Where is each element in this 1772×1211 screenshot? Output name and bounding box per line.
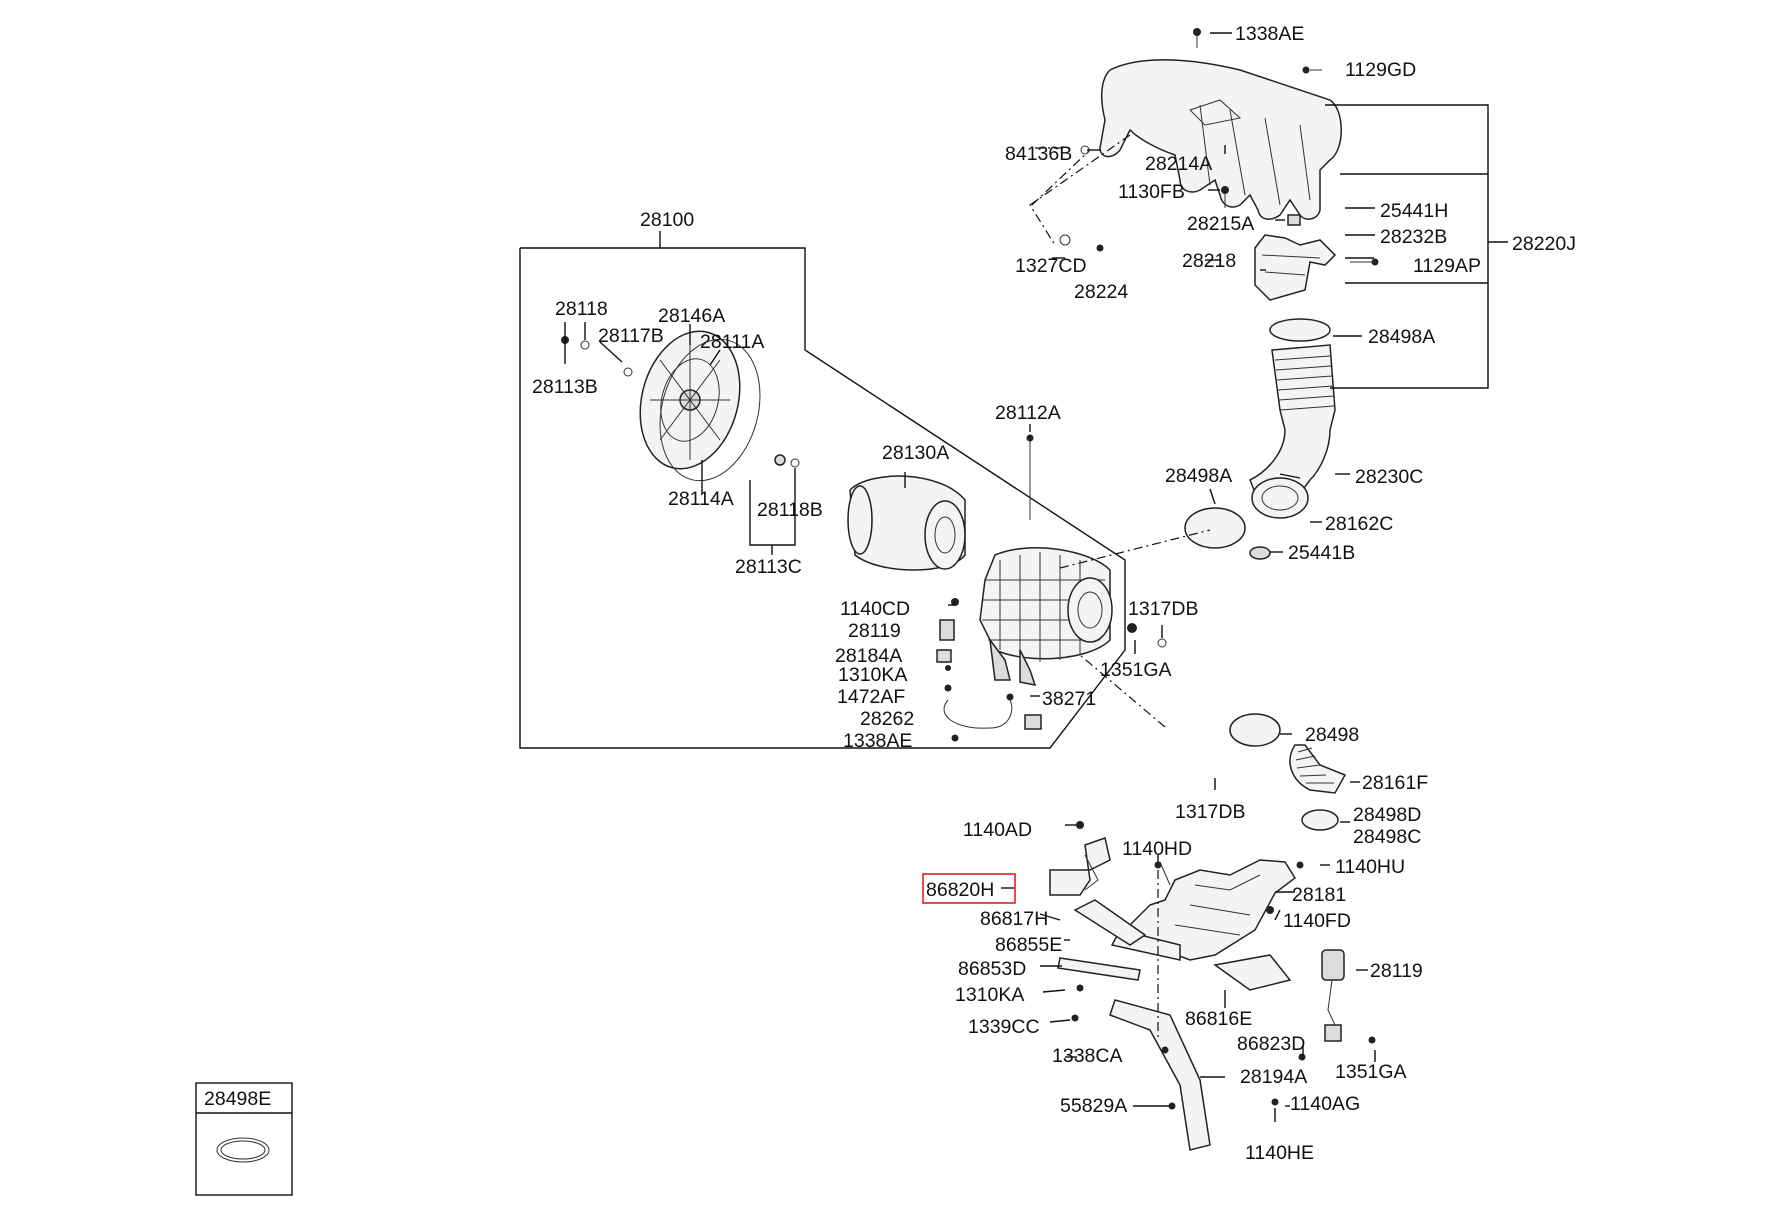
label-28218: 28218 [1182, 250, 1236, 272]
label-84136B: 84136B [1005, 143, 1072, 165]
label-25441B: 25441B [1288, 542, 1355, 564]
label-1130FB: 1130FB [1118, 181, 1185, 203]
label-1140AD: 1140AD [963, 819, 1032, 841]
clamp-28498 [1229, 713, 1281, 747]
label-86823D: 86823D [1237, 1033, 1305, 1055]
lower-bracket-assembly [1049, 821, 1376, 1151]
label-28117B: 28117B [598, 325, 664, 347]
part-labels: 1338AE 1129GD 84136B 28214A 1130FB 28215… [204, 23, 1576, 1164]
small-fasteners [561, 28, 1379, 742]
air-cleaner-body [979, 547, 1113, 686]
label-38271: 38271 [1042, 688, 1096, 710]
label-28262: 28262 [860, 708, 914, 730]
label-1338AE-b: 1338AE [843, 730, 912, 752]
label-28162C: 28162C [1325, 513, 1393, 535]
label-28184A: 28184A [835, 645, 902, 667]
label-1339CC: 1339CC [968, 1016, 1040, 1038]
dashdot-connectors [1029, 134, 1211, 728]
label-28111A: 28111A [700, 331, 764, 353]
sensor-28119 [1321, 949, 1345, 1042]
seal-ring-28111A [659, 338, 761, 482]
label-1338CA: 1338CA [1052, 1045, 1122, 1067]
leader-lines [564, 32, 1508, 1122]
label-28113C: 28113C [735, 556, 802, 578]
inset-28498E [195, 1082, 293, 1196]
filter-element-28130A [847, 475, 966, 571]
label-28194A: 28194A [1240, 1066, 1307, 1088]
label-86817H: 86817H [980, 908, 1048, 930]
label-86855E: 86855E [995, 934, 1062, 956]
label-28498C: 28498C [1353, 826, 1421, 848]
label-28100: 28100 [640, 209, 694, 231]
label-28130A: 28130A [882, 442, 949, 464]
label-28112A: 28112A [995, 402, 1061, 424]
label-28214A: 28214A [1145, 153, 1212, 175]
clamp-28498D [1301, 809, 1339, 831]
label-28114A: 28114A [668, 488, 734, 510]
label-1327CD: 1327CD [1015, 255, 1087, 277]
label-28113B: 28113B [532, 376, 598, 398]
label-28119-b: 28119 [1370, 960, 1423, 982]
label-1310KA-b: 1310KA [955, 984, 1024, 1006]
label-28146A: 28146A [658, 305, 725, 327]
filter-cover-28146A [639, 330, 741, 470]
air-cleaner-frame [519, 231, 1126, 749]
label-28498A-top: 28498A [1368, 326, 1435, 348]
label-1140HE: 1140HE [1245, 1142, 1314, 1164]
filter-housing-transition [1254, 234, 1337, 301]
label-1140HD: 1140HD [1122, 838, 1192, 860]
label-28215A: 28215A [1187, 213, 1254, 235]
o-ring-28498A-top [1269, 318, 1331, 342]
label-28230C: 28230C [1355, 466, 1423, 488]
label-28498E: 28498E [204, 1088, 271, 1110]
label-28498: 28498 [1305, 724, 1359, 746]
label-86820H: 86820H [926, 879, 994, 901]
label-28119-a: 28119 [848, 620, 901, 642]
label-1317DB-b: 1317DB [1175, 801, 1245, 823]
label-28118B: 28118B [757, 499, 823, 521]
label-86816E: 86816E [1185, 1008, 1252, 1030]
label-28498A-mid: 28498A [1165, 465, 1232, 487]
label-1140FD: 1140FD [1283, 910, 1351, 932]
label-55829A: 55829A [1060, 1095, 1127, 1117]
clamp-25441B [1249, 546, 1271, 560]
label-1338AE-top: 1338AE [1235, 23, 1304, 45]
label-28498D: 28498D [1353, 804, 1421, 826]
label-28224: 28224 [1074, 281, 1128, 303]
label-1472AF: 1472AF [837, 686, 905, 708]
label-1140CD: 1140CD [840, 598, 910, 620]
label-1140AG: 1140AG [1290, 1093, 1360, 1115]
hose-28161F [1289, 744, 1347, 794]
label-86853D: 86853D [958, 958, 1026, 980]
label-1317DB-a: 1317DB [1128, 598, 1198, 620]
label-28232B: 28232B [1380, 226, 1447, 248]
label-25441H: 25441H [1380, 200, 1448, 222]
label-1129GD: 1129GD [1345, 59, 1416, 81]
corrugated-hose-28230C [1249, 344, 1336, 519]
label-1129AP: 1129AP [1413, 255, 1481, 277]
label-28161F: 28161F [1362, 772, 1428, 794]
label-28220J: 28220J [1512, 233, 1576, 255]
label-28118: 28118 [555, 298, 608, 320]
label-1310KA-a: 1310KA [838, 664, 907, 686]
o-ring-28498A-mid [1184, 507, 1246, 549]
label-1140HU: 1140HU [1335, 856, 1405, 878]
label-28181: 28181 [1292, 884, 1346, 906]
highlight-box-86820H [922, 873, 1016, 904]
intake-duct-assembly [1099, 59, 1342, 220]
label-1351GA-b: 1351GA [1335, 1061, 1407, 1083]
label-1351GA-a: 1351GA [1100, 659, 1172, 681]
